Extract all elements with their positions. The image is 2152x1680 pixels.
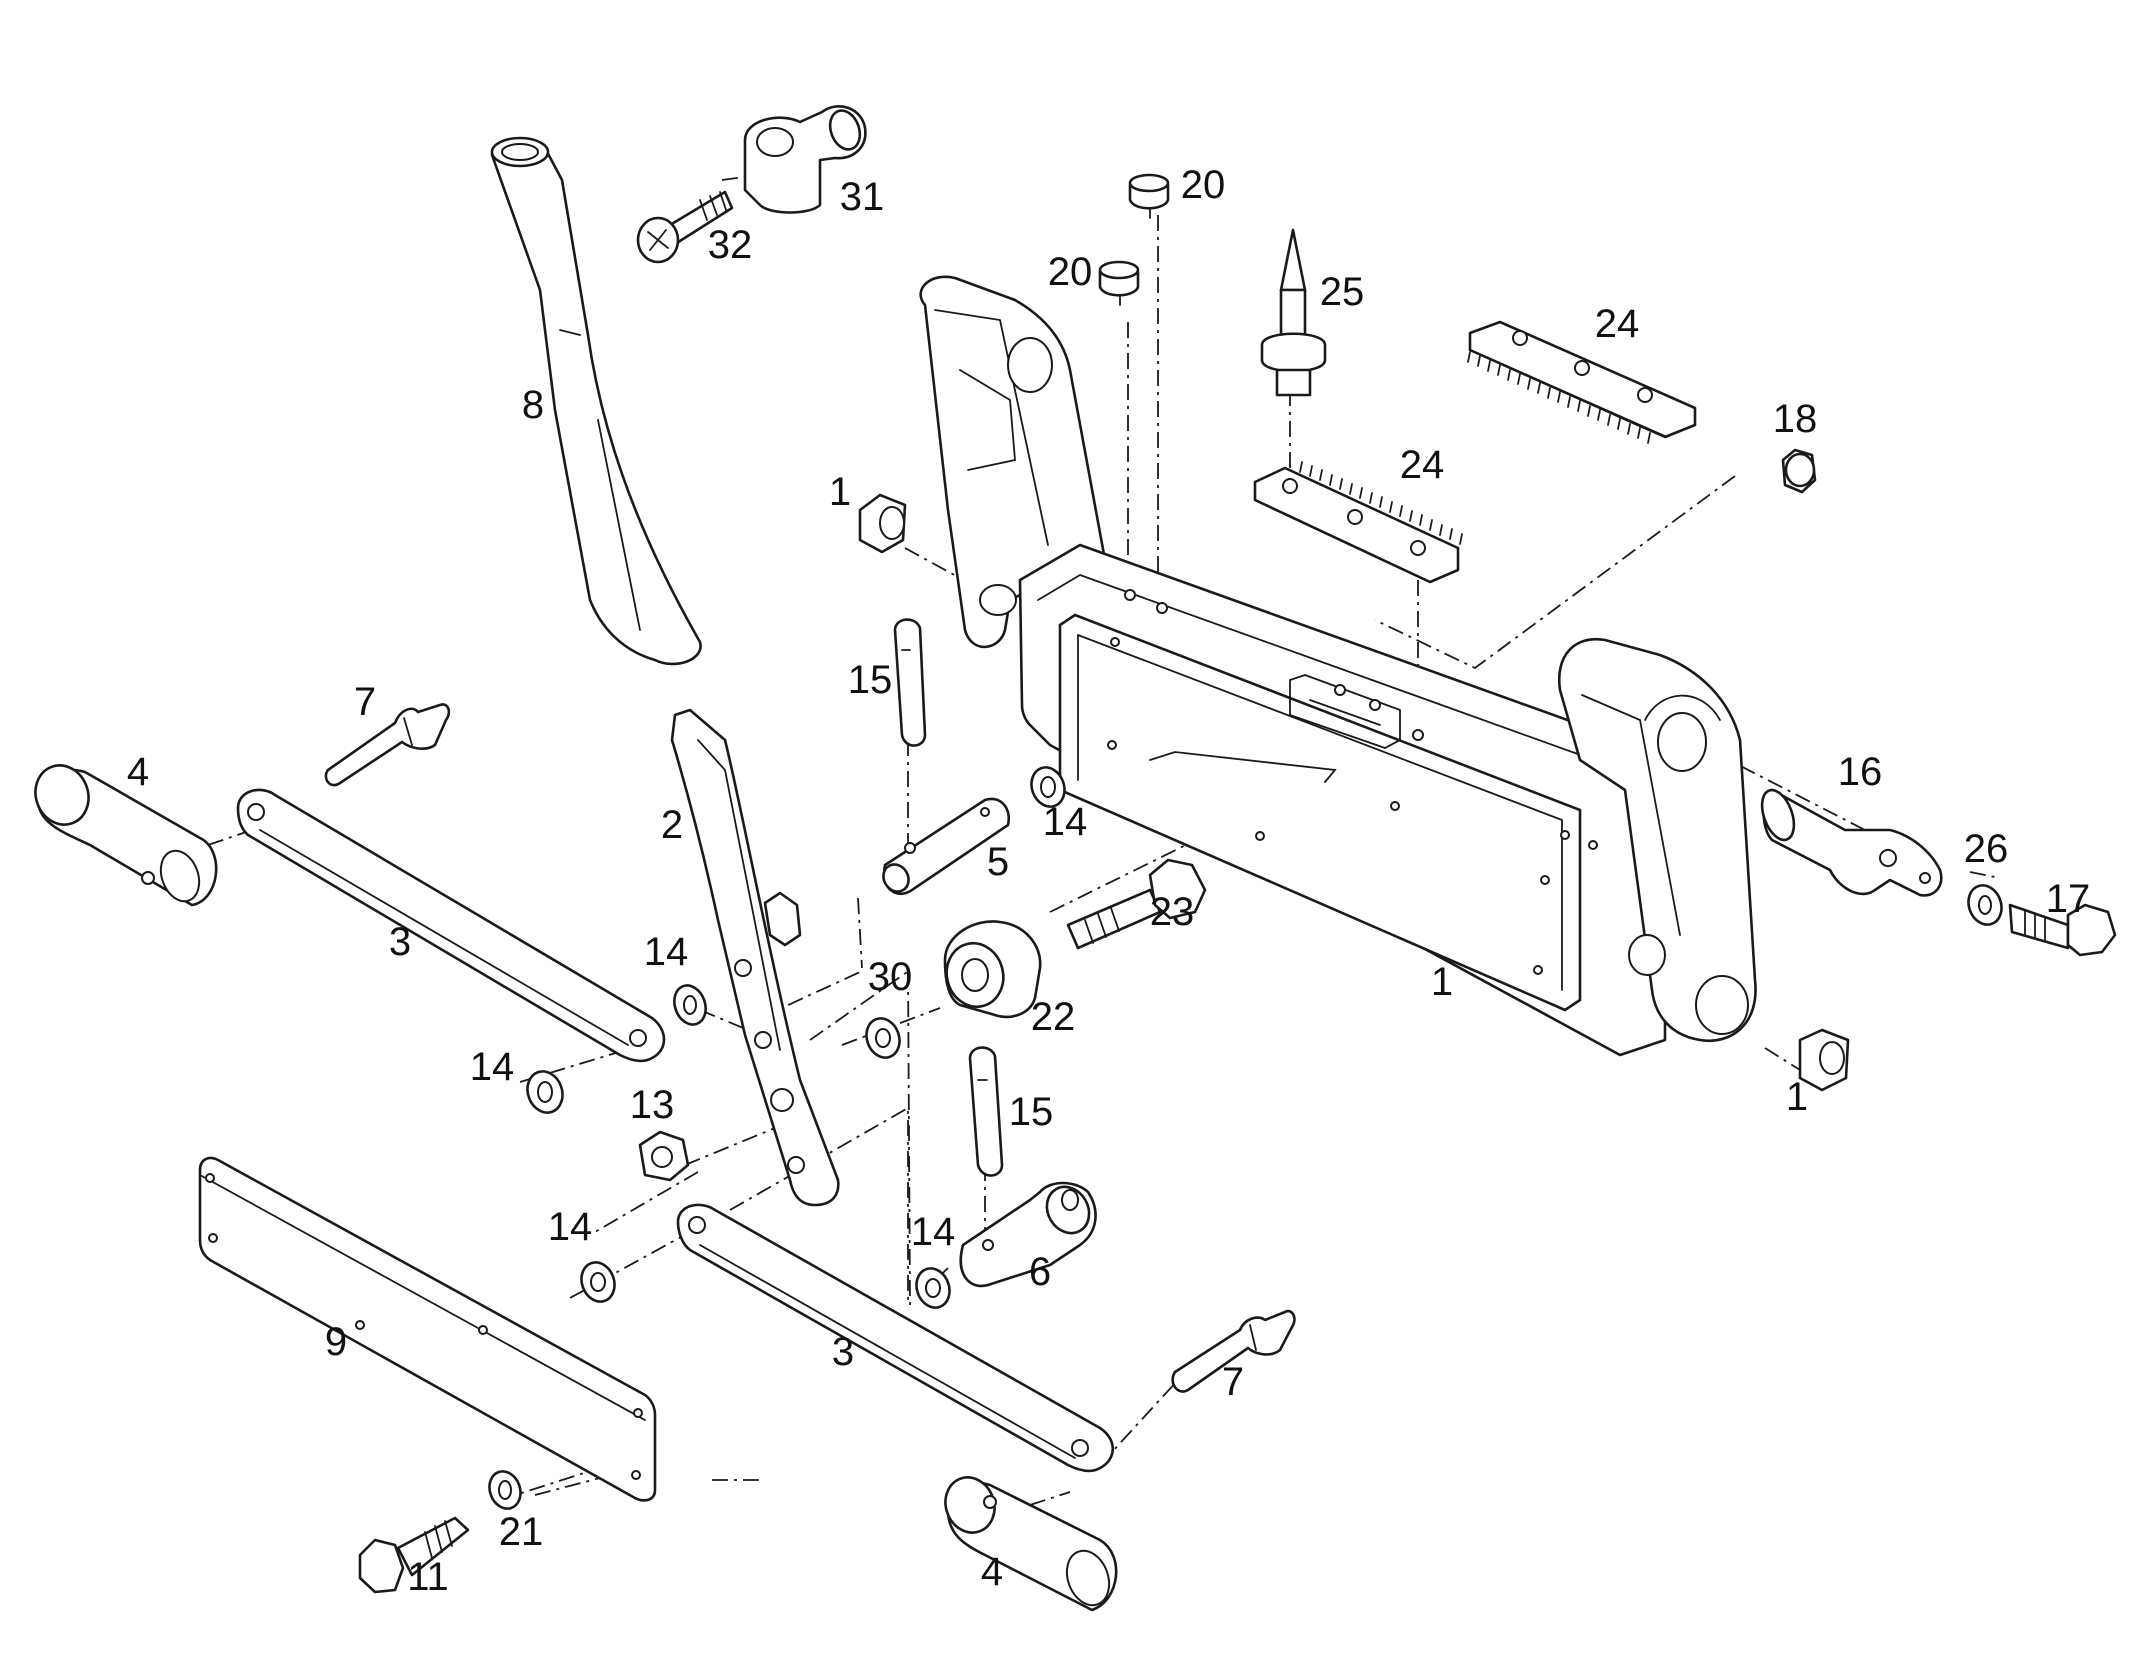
washer-part-14-c (526, 1070, 564, 1114)
bolt-part-23 (1066, 858, 1207, 950)
callout-c21: 21 (499, 1510, 544, 1554)
callout-c1b: 1 (1431, 960, 1453, 1004)
washer-part-26 (1967, 884, 2003, 926)
plunger-part-20-b (1098, 260, 1140, 306)
stud-pin-part-7-lower (1171, 1309, 1296, 1393)
callout-c20a: 20 (1181, 163, 1226, 207)
callout-c24a: 24 (1595, 302, 1640, 346)
callout-c25: 25 (1320, 270, 1365, 314)
callout-c14e: 14 (911, 1210, 956, 1254)
plunger-part-20-a (1128, 173, 1170, 219)
callout-c22: 22 (1031, 995, 1076, 1039)
callout-c2: 2 (661, 803, 683, 847)
callout-c15a: 15 (848, 658, 893, 702)
strip-part-24-upper (1467, 320, 1697, 444)
callout-c7a: 7 (354, 680, 376, 724)
roller-part-4-right (944, 1476, 1118, 1612)
callout-c4a: 4 (127, 750, 149, 794)
callout-c14c: 14 (470, 1045, 515, 1089)
callout-c20b: 20 (1048, 250, 1093, 294)
callout-c8: 8 (522, 383, 544, 427)
callout-c17: 17 (2046, 877, 2091, 921)
link-part-3-lower (676, 1203, 1115, 1473)
callout-c15b: 15 (1009, 1090, 1054, 1134)
bushing-part-1-right (1798, 1028, 1850, 1092)
washer-part-14-e (915, 1267, 951, 1309)
callout-c32: 32 (708, 223, 753, 267)
washer-part-14-a (673, 984, 707, 1026)
washer-part-30 (865, 1017, 901, 1059)
flanged-bushing-part-22 (943, 920, 1042, 1019)
callout-c1a: 1 (829, 470, 851, 514)
callout-c24b: 24 (1400, 443, 1445, 487)
callout-c3a: 3 (389, 920, 411, 964)
washer-part-14-d (580, 1261, 616, 1303)
callout-c3b: 3 (832, 1330, 854, 1374)
bolt-part-17 (2008, 903, 2117, 957)
cap-part-18 (1781, 448, 1817, 494)
washer-part-21 (488, 1470, 522, 1510)
callout-c1c: 1 (1786, 1075, 1808, 1119)
axle-part-16 (1760, 788, 1943, 897)
link-part-3-upper (236, 788, 666, 1063)
strip-part-24-lower (1253, 461, 1463, 584)
roll-pin-part-15-upper (893, 618, 927, 747)
callout-c11: 11 (407, 1555, 449, 1599)
callout-c23: 23 (1150, 890, 1195, 934)
roll-pin-part-15-lower (968, 1046, 1004, 1177)
callout-c18: 18 (1773, 397, 1818, 441)
bolt-part-11 (358, 1516, 470, 1594)
lever-part-2 (670, 708, 840, 1207)
handle-part-8 (490, 136, 702, 666)
stud-pin-part-7-upper (324, 703, 451, 787)
callout-c14d: 14 (548, 1205, 593, 1249)
callout-c14a: 14 (644, 930, 689, 974)
callout-c31: 31 (840, 175, 885, 219)
roller-part-4-left (34, 764, 218, 907)
callout-c7b: 7 (1222, 1360, 1244, 1404)
bushing-part-1-left (858, 493, 907, 554)
callout-c30: 30 (868, 955, 913, 999)
callout-c9: 9 (325, 1320, 347, 1364)
main-frame-part-1 (919, 275, 1757, 1057)
pin-part-5 (882, 797, 1011, 896)
screw-part-32 (636, 190, 734, 264)
callout-c14b: 14 (1043, 800, 1088, 844)
callout-c26: 26 (1964, 827, 2009, 871)
washer-part-14-b (1030, 766, 1066, 808)
callout-c6: 6 (1029, 1250, 1051, 1294)
center-point-part-25 (1260, 228, 1327, 397)
nut-part-13 (638, 1130, 690, 1182)
callout-c16: 16 (1838, 750, 1883, 794)
plate-part-9 (198, 1156, 657, 1502)
callout-c5: 5 (987, 840, 1009, 884)
callout-c4b: 4 (981, 1550, 1003, 1594)
callout-c13: 13 (630, 1083, 675, 1127)
eccentric-pin-part-6 (959, 1181, 1097, 1288)
clamp-part-31 (743, 105, 867, 214)
